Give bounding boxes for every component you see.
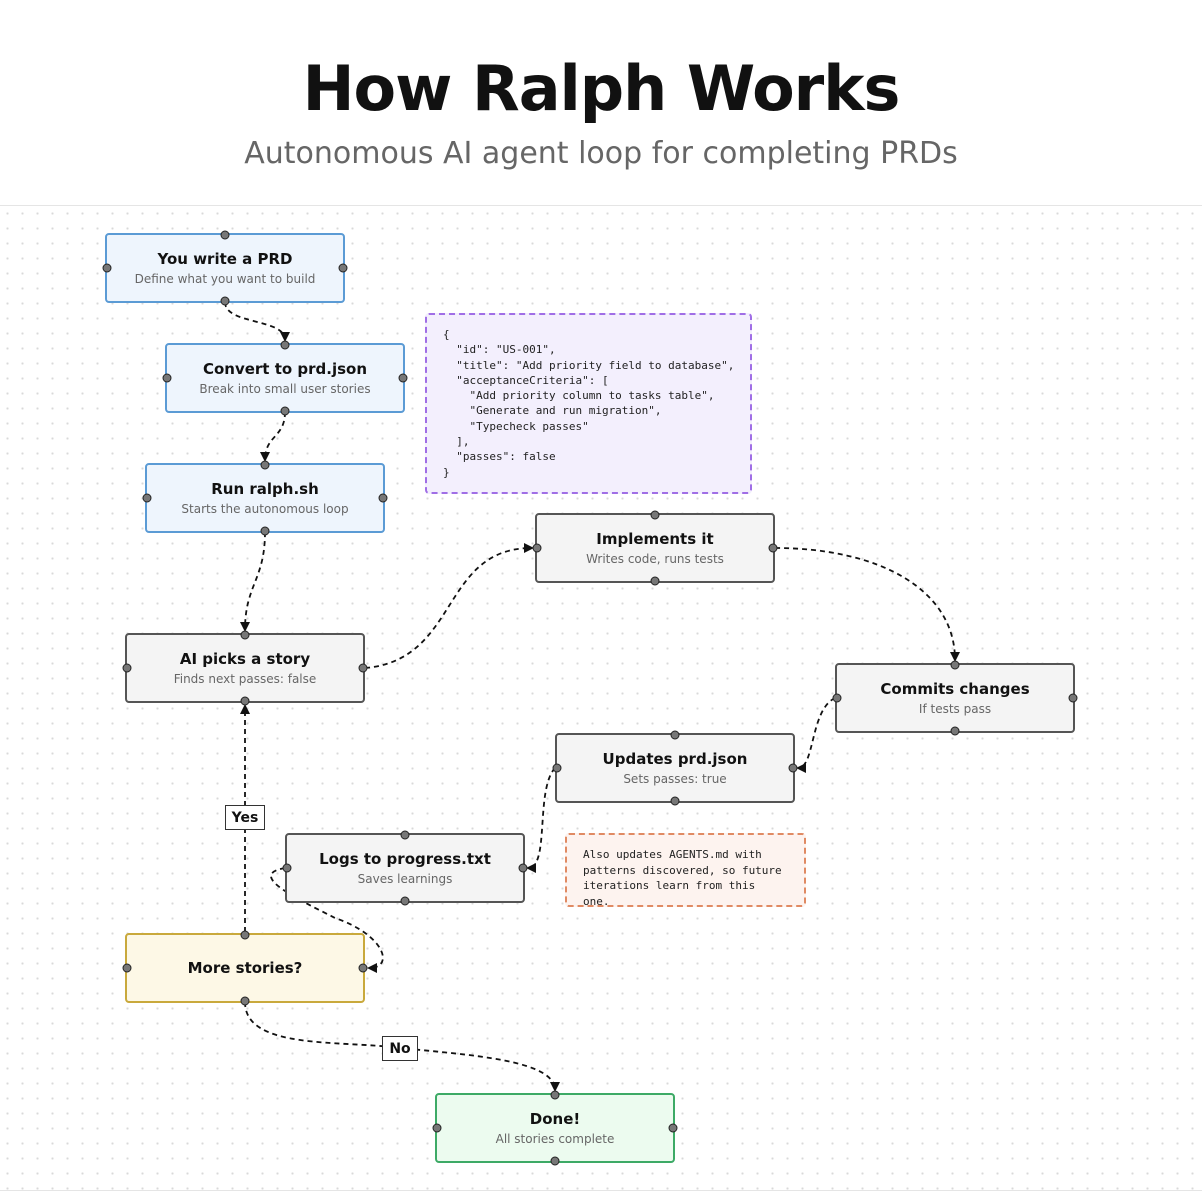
node-more-stories[interactable]: More stories? — [122, 930, 368, 1006]
connection-handle-left[interactable] — [102, 263, 112, 273]
node-subtitle: Sets passes: true — [623, 772, 727, 786]
node-subtitle: Finds next passes: false — [173, 672, 317, 686]
node-subtitle: Break into small user stories — [199, 382, 371, 396]
connection-handle-bottom[interactable] — [240, 696, 250, 706]
node-subtitle: If tests pass — [918, 702, 992, 716]
connection-handle-top[interactable] — [670, 730, 680, 740]
page-title: How Ralph Works — [302, 52, 901, 125]
node-subtitle: Starts the autonomous loop — [181, 502, 349, 516]
node-write-prd[interactable]: You write a PRD Define what you want to … — [102, 230, 348, 306]
connection-handle-top[interactable] — [280, 340, 290, 350]
node-update[interactable]: Updates prd.json Sets passes: true — [552, 730, 798, 806]
node-title: More stories? — [187, 959, 303, 977]
connection-handle-top[interactable] — [400, 830, 410, 840]
node-implement[interactable]: Implements it Writes code, runs tests — [532, 510, 778, 586]
connection-handle-right[interactable] — [768, 543, 778, 553]
edge-label-no: No — [382, 1036, 418, 1061]
connection-handle-left[interactable] — [832, 693, 842, 703]
connection-handle-right[interactable] — [518, 863, 528, 873]
connection-handle-right[interactable] — [358, 963, 368, 973]
connection-handle-bottom[interactable] — [220, 296, 230, 306]
edge-label-yes: Yes — [225, 805, 265, 830]
node-pick[interactable]: AI picks a story Finds next passes: fals… — [122, 630, 368, 706]
connection-handle-left[interactable] — [162, 373, 172, 383]
connection-handle-bottom[interactable] — [260, 526, 270, 536]
connection-handle-left[interactable] — [142, 493, 152, 503]
node-done[interactable]: Done! All stories complete — [432, 1090, 678, 1166]
json-example-note[interactable]: { "id": "US-001", "title": "Add priority… — [425, 313, 752, 494]
connection-handle-right[interactable] — [668, 1123, 678, 1133]
connection-handle-right[interactable] — [788, 763, 798, 773]
connection-handle-left[interactable] — [122, 963, 132, 973]
connection-handle-bottom[interactable] — [650, 576, 660, 586]
connection-handle-left[interactable] — [532, 543, 542, 553]
node-title: Updates prd.json — [602, 750, 748, 768]
agents-note[interactable]: Also updates AGENTS.md with patterns dis… — [565, 833, 806, 908]
node-title: Done! — [529, 1110, 581, 1128]
node-log[interactable]: Logs to progress.txt Saves learnings — [282, 830, 528, 906]
connection-handle-top[interactable] — [950, 660, 960, 670]
connection-handle-bottom[interactable] — [550, 1156, 560, 1166]
node-title: Convert to prd.json — [202, 360, 368, 378]
connection-handle-top[interactable] — [240, 930, 250, 940]
node-title: Run ralph.sh — [211, 480, 319, 498]
node-commit[interactable]: Commits changes If tests pass — [832, 660, 1078, 736]
header: How Ralph Works Autonomous AI agent loop… — [0, 0, 1202, 206]
node-title: You write a PRD — [157, 250, 293, 268]
connection-handle-left[interactable] — [552, 763, 562, 773]
node-subtitle: Saves learnings — [357, 872, 453, 886]
node-subtitle: Define what you want to build — [134, 272, 316, 286]
connection-handle-top[interactable] — [650, 510, 660, 520]
connection-handle-top[interactable] — [220, 230, 230, 240]
connection-handle-left[interactable] — [432, 1123, 442, 1133]
node-title: Logs to progress.txt — [319, 850, 491, 868]
node-run[interactable]: Run ralph.sh Starts the autonomous loop — [142, 460, 388, 536]
connection-handle-bottom[interactable] — [280, 406, 290, 416]
page-subtitle: Autonomous AI agent loop for completing … — [244, 136, 958, 171]
connection-handle-right[interactable] — [398, 373, 408, 383]
connection-handle-bottom[interactable] — [950, 726, 960, 736]
connection-handle-top[interactable] — [550, 1090, 560, 1100]
connection-handle-left[interactable] — [122, 663, 132, 673]
connection-handle-right[interactable] — [358, 663, 368, 673]
connection-handle-right[interactable] — [338, 263, 348, 273]
connection-handle-right[interactable] — [378, 493, 388, 503]
node-subtitle: All stories complete — [495, 1132, 615, 1146]
connection-handle-top[interactable] — [260, 460, 270, 470]
node-title: AI picks a story — [179, 650, 311, 668]
connection-handle-top[interactable] — [240, 630, 250, 640]
connection-handle-bottom[interactable] — [400, 896, 410, 906]
node-subtitle: Writes code, runs tests — [586, 552, 724, 566]
connection-handle-bottom[interactable] — [240, 996, 250, 1006]
connection-handle-right[interactable] — [1068, 693, 1078, 703]
node-title: Commits changes — [880, 680, 1030, 698]
connection-handle-bottom[interactable] — [670, 796, 680, 806]
node-title: Implements it — [596, 530, 714, 548]
node-convert[interactable]: Convert to prd.json Break into small use… — [162, 340, 408, 416]
connection-handle-left[interactable] — [282, 863, 292, 873]
